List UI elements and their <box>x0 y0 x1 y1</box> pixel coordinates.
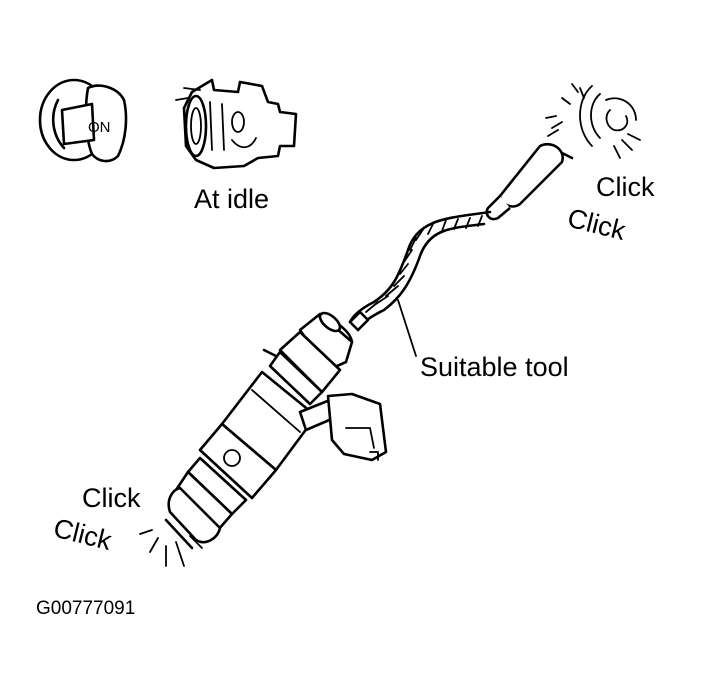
click-label-bottom-1: Click <box>82 483 141 513</box>
tool-label: Suitable tool <box>420 352 569 382</box>
sound-wave-icon <box>139 529 203 567</box>
fuel-injector-icon <box>164 310 388 550</box>
stethoscope-tool-icon <box>348 142 574 357</box>
figure-code: G00777091 <box>36 598 135 619</box>
key-on-label: ON <box>88 119 111 136</box>
engine-state-label: At idle <box>194 184 269 214</box>
click-label-bottom-2: Click <box>51 513 116 556</box>
engine-icon: At idle <box>175 78 298 214</box>
click-label-top-1: Click <box>596 172 655 202</box>
ignition-key-icon: ON <box>38 78 128 163</box>
sound-wave-icon <box>545 83 641 159</box>
click-label-top-2: Click <box>565 203 630 246</box>
